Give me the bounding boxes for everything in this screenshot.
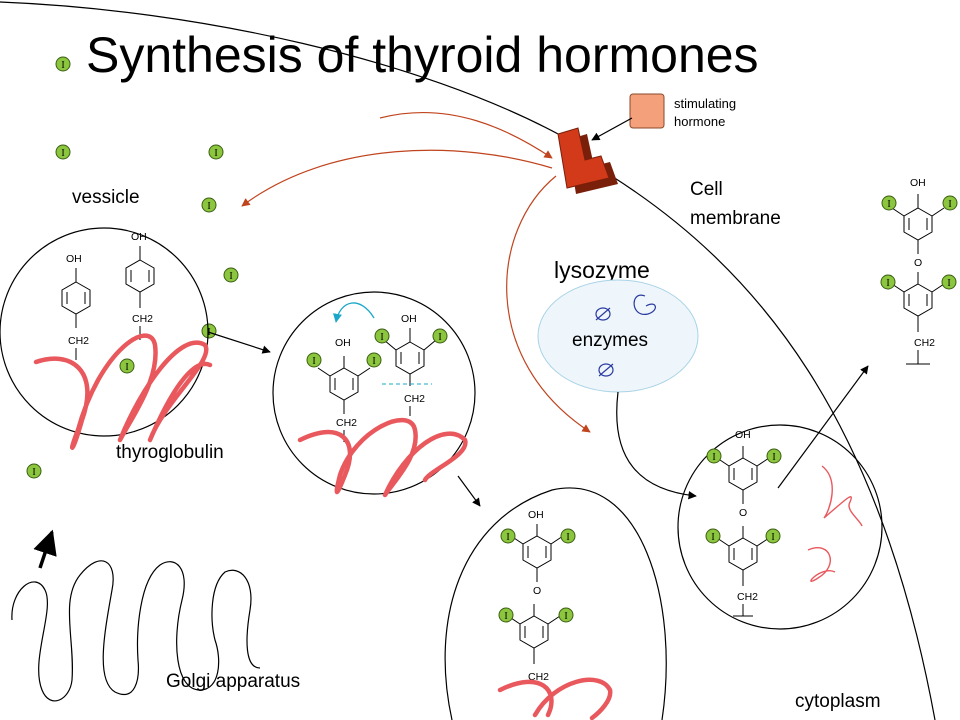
svg-text:O: O (533, 585, 541, 597)
arrow-vessicle-1-to-2 (207, 331, 271, 354)
iodine-dot: I (201, 197, 217, 213)
iodine-dot: I (201, 323, 217, 339)
iodine-dot: I (26, 463, 42, 479)
svg-text:OH: OH (735, 429, 751, 441)
tyrosine-2: OH CH2 (125, 231, 155, 340)
thyroglobulin-2 (297, 417, 468, 498)
svg-text:I: I (312, 356, 315, 367)
svg-text:I: I (506, 532, 509, 543)
svg-text:I: I (207, 201, 210, 212)
svg-text:I: I (380, 332, 383, 343)
page-title: Synthesis of thyroid hormones (86, 27, 759, 83)
released-thyroxine: OH O CH2 (891, 177, 945, 365)
diiodotyrosine-b: OH CH2 (382, 313, 437, 416)
svg-text:I: I (771, 532, 774, 543)
iodine-quad-3: I I I I (880, 195, 958, 290)
thyroxine-molecule-2: OH O CH2 (716, 429, 770, 617)
svg-text:I: I (947, 278, 950, 289)
lysozyme-label: lysozyme (554, 257, 650, 283)
svg-text:CH2: CH2 (404, 393, 425, 405)
svg-text:I: I (504, 611, 507, 622)
iodine-dot: I (208, 144, 224, 160)
golgi-apparatus (11, 560, 261, 702)
svg-text:CH2: CH2 (914, 337, 935, 349)
svg-text:I: I (711, 532, 714, 543)
golgi-label: Golgi apparatus (166, 671, 300, 692)
enzyme-icons (595, 294, 656, 377)
svg-text:OH: OH (910, 177, 926, 189)
arrow-to-released-hormone (777, 365, 869, 489)
svg-text:I: I (214, 148, 217, 159)
vessicle-2 (272, 291, 476, 495)
svg-text:CH2: CH2 (737, 591, 758, 603)
golgi-arrow (33, 529, 57, 569)
receptor-shape (557, 127, 618, 194)
svg-text:O: O (739, 507, 747, 519)
enzyme-scribbles (807, 465, 863, 582)
thyroglobulin-1 (33, 333, 213, 450)
iodine-pair: I I (306, 352, 382, 368)
receptor-arrow-to-lysosome (506, 175, 591, 433)
cell-membrane-label-2: membrane (690, 208, 781, 229)
cell-membrane-right (609, 174, 936, 720)
svg-text:I: I (438, 332, 441, 343)
vessicle-1 (0, 227, 209, 437)
iodine-dot: I (55, 144, 71, 160)
svg-text:I: I (772, 452, 775, 463)
iodine-dot: I (119, 358, 135, 374)
thyroxine-molecule-1: OH O CH2 (507, 509, 564, 683)
svg-text:I: I (61, 148, 64, 159)
svg-text:O: O (914, 257, 922, 269)
svg-text:OH: OH (66, 253, 82, 265)
iodine-dot: I (55, 56, 71, 72)
svg-text:OH: OH (131, 231, 147, 243)
diiodotyrosine-a: OH CH2 (317, 337, 371, 442)
hormone-arrow (591, 117, 633, 141)
teal-coupling-arrow (332, 302, 375, 323)
iodine-quad-1: I I I I (498, 528, 576, 623)
thyroglobulin-3 (497, 677, 613, 720)
svg-text:CH2: CH2 (336, 417, 357, 429)
stimulating-hormone-square (629, 93, 665, 129)
vessicle-3 (444, 487, 667, 720)
svg-text:CH2: CH2 (68, 335, 89, 347)
svg-text:I: I (566, 532, 569, 543)
receptor-arrow-from-left (379, 111, 553, 159)
cytoplasm-label: cytoplasm (795, 691, 881, 712)
svg-text:OH: OH (528, 509, 544, 521)
iodine-quad-2: I I I I (705, 448, 782, 544)
svg-text:I: I (564, 611, 567, 622)
cell-membrane-top (0, 1, 561, 136)
svg-text:CH2: CH2 (132, 313, 153, 325)
tyrosine-1: OH CH2 (61, 253, 91, 360)
svg-text:OH: OH (335, 337, 351, 349)
arrow-lysozyme-to-vessicle-4 (616, 391, 697, 500)
svg-text:I: I (887, 199, 890, 210)
vessicle-4 (677, 424, 883, 630)
stimulating-hormone-label-1: stimulating (674, 96, 736, 111)
arrow-vessicle-2-to-3 (457, 475, 481, 507)
svg-text:I: I (229, 271, 232, 282)
svg-text:I: I (712, 452, 715, 463)
iodine-dot: I (223, 267, 239, 283)
vessicle-label: vessicle (72, 187, 140, 208)
stimulating-hormone-label-2: hormone (674, 114, 725, 129)
svg-text:OH: OH (401, 313, 417, 325)
svg-text:I: I (61, 60, 64, 71)
thyroglobulin-label: thyroglobulin (116, 442, 224, 463)
receptor-arrow-to-vessicle (241, 149, 553, 207)
svg-text:I: I (372, 356, 375, 367)
svg-text:I: I (125, 362, 128, 373)
svg-text:I: I (32, 467, 35, 478)
iodine-pair: I I (374, 328, 448, 344)
svg-text:I: I (948, 199, 951, 210)
cell-membrane-label-1: Cell (690, 179, 723, 200)
svg-text:I: I (886, 278, 889, 289)
enzymes-label: enzymes (572, 330, 648, 351)
